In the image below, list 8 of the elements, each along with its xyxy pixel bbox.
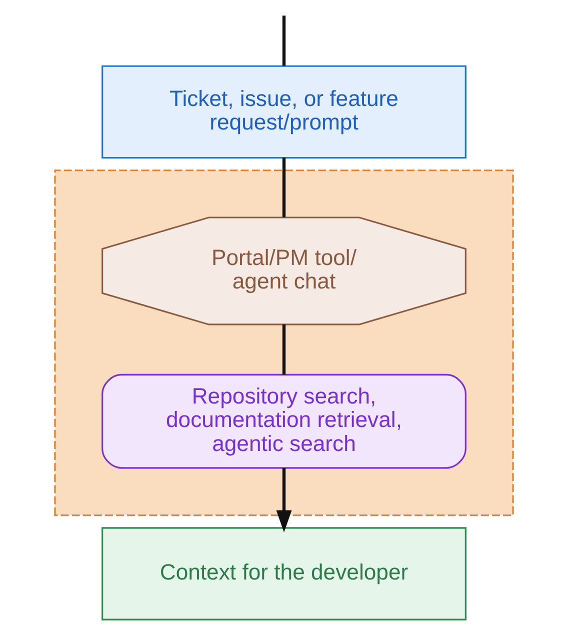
node-box: Context for the developer — [101, 527, 466, 620]
node-box: Ticket, issue, or feature request/prompt — [101, 65, 466, 159]
arrow — [276, 468, 292, 532]
connector — [282, 158, 286, 218]
node-box: Repository search, documentation retrieval, agentic search — [101, 374, 466, 469]
connector — [282, 16, 286, 66]
connector — [282, 324, 286, 375]
cluster — [54, 170, 514, 516]
